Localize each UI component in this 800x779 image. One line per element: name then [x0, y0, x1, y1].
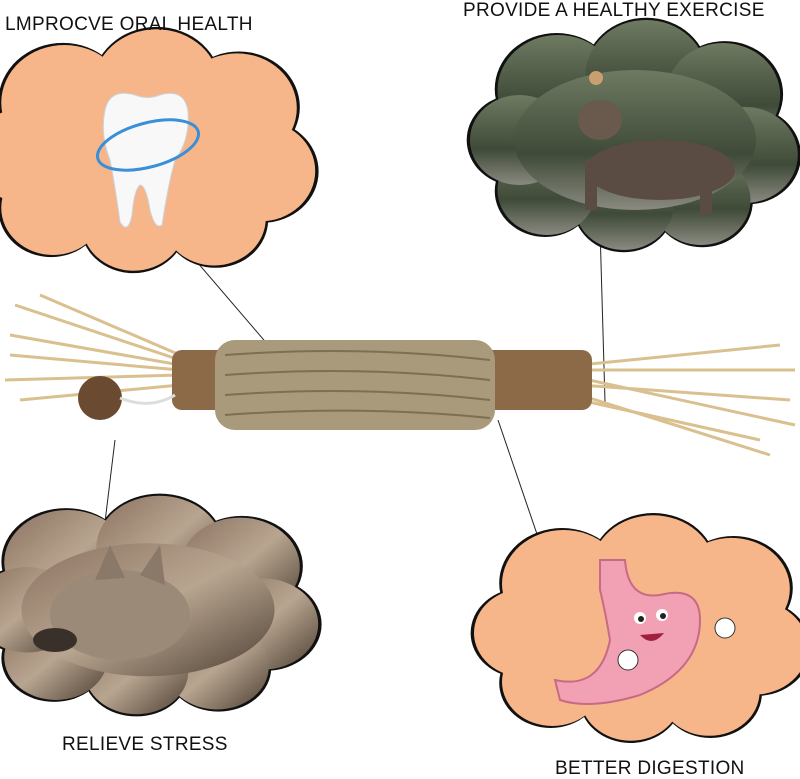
label-oral-health: LMPROCVE ORAL HEALTH: [5, 14, 253, 35]
cat-image: [578, 71, 735, 215]
label-relieve-stress: RELIEVE STRESS: [62, 734, 228, 755]
exercise-cloud: [466, 17, 800, 253]
label-exercise: PROVIDE A HEALTHY EXERCISE: [463, 0, 765, 21]
kitten-image: [33, 545, 190, 660]
stomach-icon: [553, 559, 736, 705]
tooth-icon: [95, 92, 201, 228]
catnip-stick: [4, 293, 796, 457]
label-better-digestion: BETTER DIGESTION: [555, 758, 745, 779]
